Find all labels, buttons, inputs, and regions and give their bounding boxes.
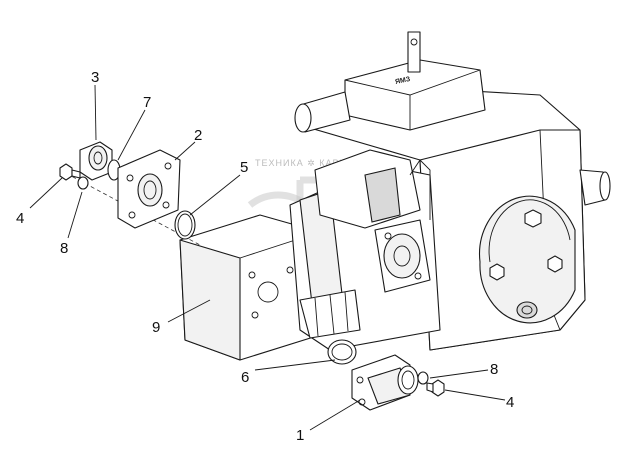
bolt-head: [547, 255, 563, 273]
callout-4a: 4: [16, 210, 24, 227]
callout-9: 9: [152, 319, 160, 336]
bolt-head: [524, 209, 542, 228]
flange-1: [351, 354, 419, 411]
screw-4b: [426, 379, 445, 397]
callout-7: 7: [143, 94, 151, 111]
callout-8b: 8: [490, 361, 498, 378]
callout-6: 6: [241, 369, 249, 386]
callout-1: 1: [296, 427, 304, 444]
pump-housing: [299, 87, 611, 351]
control-block: ЯМЗ: [294, 31, 486, 133]
screw-4a: [59, 163, 81, 181]
callout-labels: 3 7 2 4 8 5 9 6 1 8 4: [16, 69, 514, 444]
callout-3: 3: [91, 69, 99, 86]
middle-section: [289, 149, 441, 351]
callout-5: 5: [240, 159, 248, 176]
callout-2: 2: [194, 127, 202, 144]
callout-8a: 8: [60, 240, 68, 257]
exploded-parts-upper: [59, 141, 201, 246]
washer-8b: [417, 371, 429, 385]
watermark-text: ТЕХНИКА ✲ КАРЬЕРОВ: [255, 158, 375, 168]
callout-4b: 4: [506, 394, 514, 411]
washer-8a: [77, 176, 89, 190]
flange-2: [117, 149, 181, 229]
nameplate-text: ЯМЗ: [395, 76, 412, 86]
leader-lines: [29, 84, 506, 431]
fitting-3: [79, 141, 113, 181]
exploded-parts-lower: [327, 339, 445, 411]
bolt-head: [489, 263, 505, 281]
